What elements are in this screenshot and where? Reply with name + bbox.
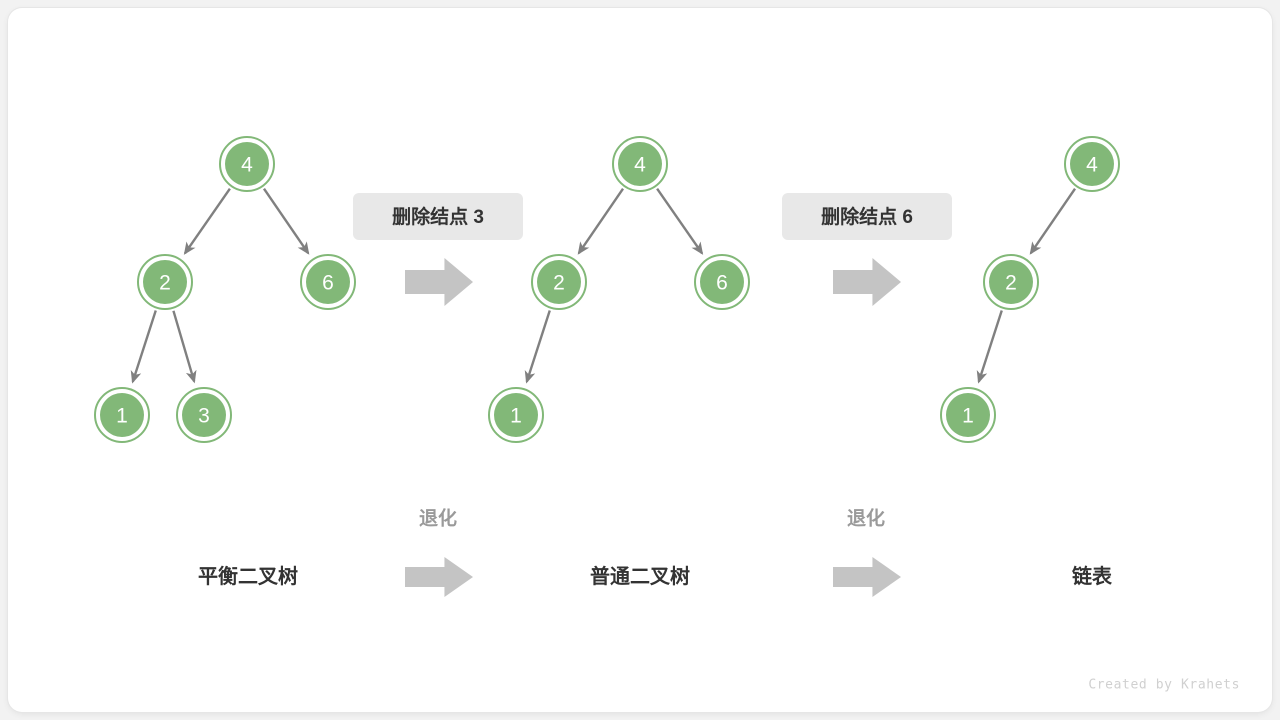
tree-nodes-layer: 4 2 6 1 3 4 2 6 1 4 2 1 xyxy=(94,136,1120,443)
tree-edge xyxy=(1029,188,1077,255)
node-circle xyxy=(618,142,662,186)
node-circle xyxy=(537,260,581,304)
node-outer-ring xyxy=(1064,136,1120,192)
operation-label: 删除结点 3 xyxy=(392,205,484,228)
node-circle xyxy=(494,393,538,437)
node-label: 4 xyxy=(634,154,646,177)
operations-layer: 删除结点 3 删除结点 6 xyxy=(353,193,952,306)
node-label: 3 xyxy=(198,405,210,428)
degradation-degrade-2: 退化 xyxy=(833,507,901,597)
stage-caption-balanced-tree: 平衡二叉树 xyxy=(198,564,298,588)
degradation-arrow-icon xyxy=(833,557,901,597)
node-label: 1 xyxy=(116,405,128,428)
tree-node: 3 xyxy=(176,387,232,443)
watermark-label: Created by Krahets xyxy=(1088,678,1240,693)
operation-delete-3: 删除结点 3 xyxy=(353,193,523,306)
tree-edge xyxy=(183,187,231,255)
diagram-card xyxy=(8,8,1272,712)
tree-node: 2 xyxy=(137,254,193,310)
operation-label: 删除结点 6 xyxy=(821,205,913,228)
tree-edge xyxy=(524,310,551,384)
node-circle xyxy=(946,393,990,437)
node-circle xyxy=(989,260,1033,304)
node-circle xyxy=(182,393,226,437)
node-label: 2 xyxy=(1005,272,1017,295)
tree-edge xyxy=(172,310,197,384)
degradation-arrow-icon xyxy=(405,557,473,597)
node-circle xyxy=(225,142,269,186)
node-outer-ring xyxy=(694,254,750,310)
node-circle xyxy=(143,260,187,304)
node-label: 6 xyxy=(322,272,334,295)
tree-node: 2 xyxy=(983,254,1039,310)
node-label: 6 xyxy=(716,272,728,295)
transition-arrow-icon xyxy=(405,258,473,306)
tree-node: 4 xyxy=(219,136,275,192)
node-outer-ring xyxy=(94,387,150,443)
node-outer-ring xyxy=(488,387,544,443)
tree-node: 1 xyxy=(488,387,544,443)
tree-edge xyxy=(262,188,310,255)
stage-caption-ordinary-tree: 普通二叉树 xyxy=(590,564,690,588)
node-label: 2 xyxy=(159,272,171,295)
tree-node: 6 xyxy=(694,254,750,310)
degradation-degrade-1: 退化 xyxy=(405,507,473,597)
node-circle xyxy=(100,393,144,437)
node-outer-ring xyxy=(219,136,275,192)
tree-edges-layer xyxy=(130,187,1077,384)
node-label: 1 xyxy=(510,405,522,428)
node-outer-ring xyxy=(137,254,193,310)
node-label: 4 xyxy=(241,154,253,177)
stage-caption-linked-list: 链表 xyxy=(1072,564,1113,588)
node-outer-ring xyxy=(983,254,1039,310)
operation-box xyxy=(782,193,952,240)
node-circle xyxy=(700,260,744,304)
tree-edge xyxy=(130,310,157,384)
node-outer-ring xyxy=(940,387,996,443)
tree-node: 1 xyxy=(940,387,996,443)
node-circle xyxy=(1070,142,1114,186)
node-outer-ring xyxy=(300,254,356,310)
tree-node: 1 xyxy=(94,387,150,443)
tree-node: 4 xyxy=(612,136,668,192)
operation-box xyxy=(353,193,523,240)
degradation-label: 退化 xyxy=(419,507,457,530)
node-label: 2 xyxy=(553,272,565,295)
tree-node: 6 xyxy=(300,254,356,310)
degradation-label: 退化 xyxy=(847,507,885,530)
tree-edge xyxy=(577,188,625,255)
node-label: 1 xyxy=(962,405,974,428)
captions-layer: 平衡二叉树 普通二叉树 链表 xyxy=(198,564,1113,588)
tree-node: 2 xyxy=(531,254,587,310)
transition-arrow-icon xyxy=(833,258,901,306)
node-outer-ring xyxy=(612,136,668,192)
node-label: 4 xyxy=(1086,154,1098,177)
tree-edge xyxy=(976,310,1003,384)
node-circle xyxy=(306,260,350,304)
tree-edge xyxy=(656,187,704,255)
node-outer-ring xyxy=(531,254,587,310)
tree-node: 4 xyxy=(1064,136,1120,192)
operation-delete-6: 删除结点 6 xyxy=(782,193,952,306)
degradations-layer: 退化 退化 xyxy=(405,507,901,597)
node-outer-ring xyxy=(176,387,232,443)
